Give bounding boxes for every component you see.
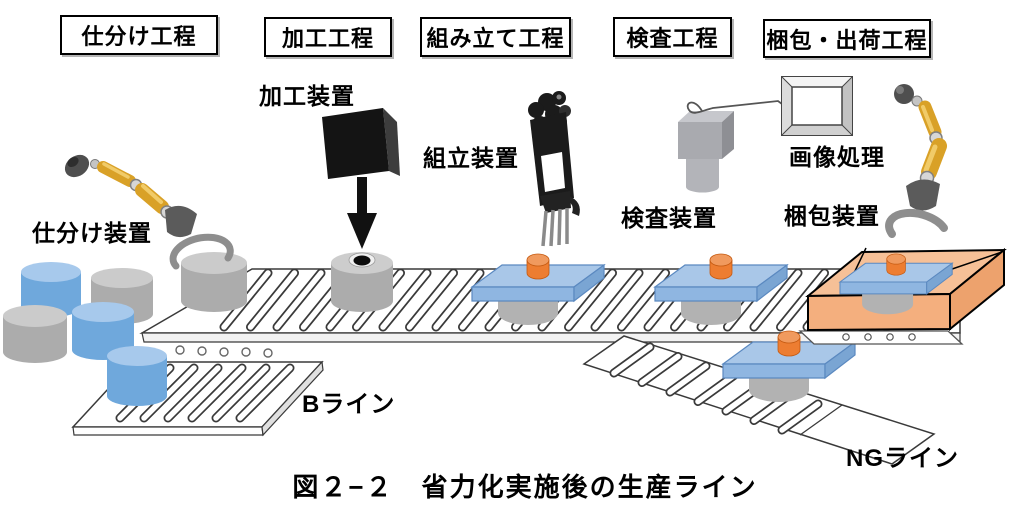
b-line-label: Bライン (302, 391, 396, 418)
platform-casters (842, 333, 916, 341)
assembly-robot-arm (528, 91, 580, 247)
packing-device-label: 梱包装置 (784, 203, 880, 229)
assembly-device-label: 組立装置 (423, 145, 519, 171)
workpiece-cylinders (3, 252, 247, 406)
sorting-device-label: 仕分け装置 (32, 220, 152, 246)
inspection-device-label: 検査装置 (621, 205, 717, 231)
inspection-camera (678, 100, 783, 193)
down-arrow-icon (357, 177, 367, 215)
main-conveyor-casters (175, 345, 273, 358)
camera-cable (686, 100, 783, 114)
image-processing-monitor (781, 76, 853, 136)
packing-robot-arm (885, 84, 948, 238)
processing-workpiece (331, 252, 393, 312)
gripper-ring (169, 233, 234, 270)
image-processing-label: 画像処理 (789, 144, 885, 170)
process-box-processing: 加工工程 (264, 17, 392, 57)
processing-device-label: 加工装置 (259, 83, 355, 109)
ng-line-label: NGライン (846, 445, 959, 472)
process-box-assembly: 組み立て工程 (420, 17, 571, 57)
gripper-ring (885, 208, 948, 238)
process-box-inspection: 検査工程 (613, 17, 732, 57)
figure-caption: 図２−２ 省力化実施後の生産ライン (292, 472, 758, 502)
sorting-robot-arm (64, 154, 234, 270)
process-box-packing: 梱包・出荷工程 (763, 19, 931, 58)
process-box-sorting: 仕分け工程 (60, 15, 218, 55)
processing-machine (322, 108, 400, 249)
gripper-fingers (541, 208, 569, 247)
